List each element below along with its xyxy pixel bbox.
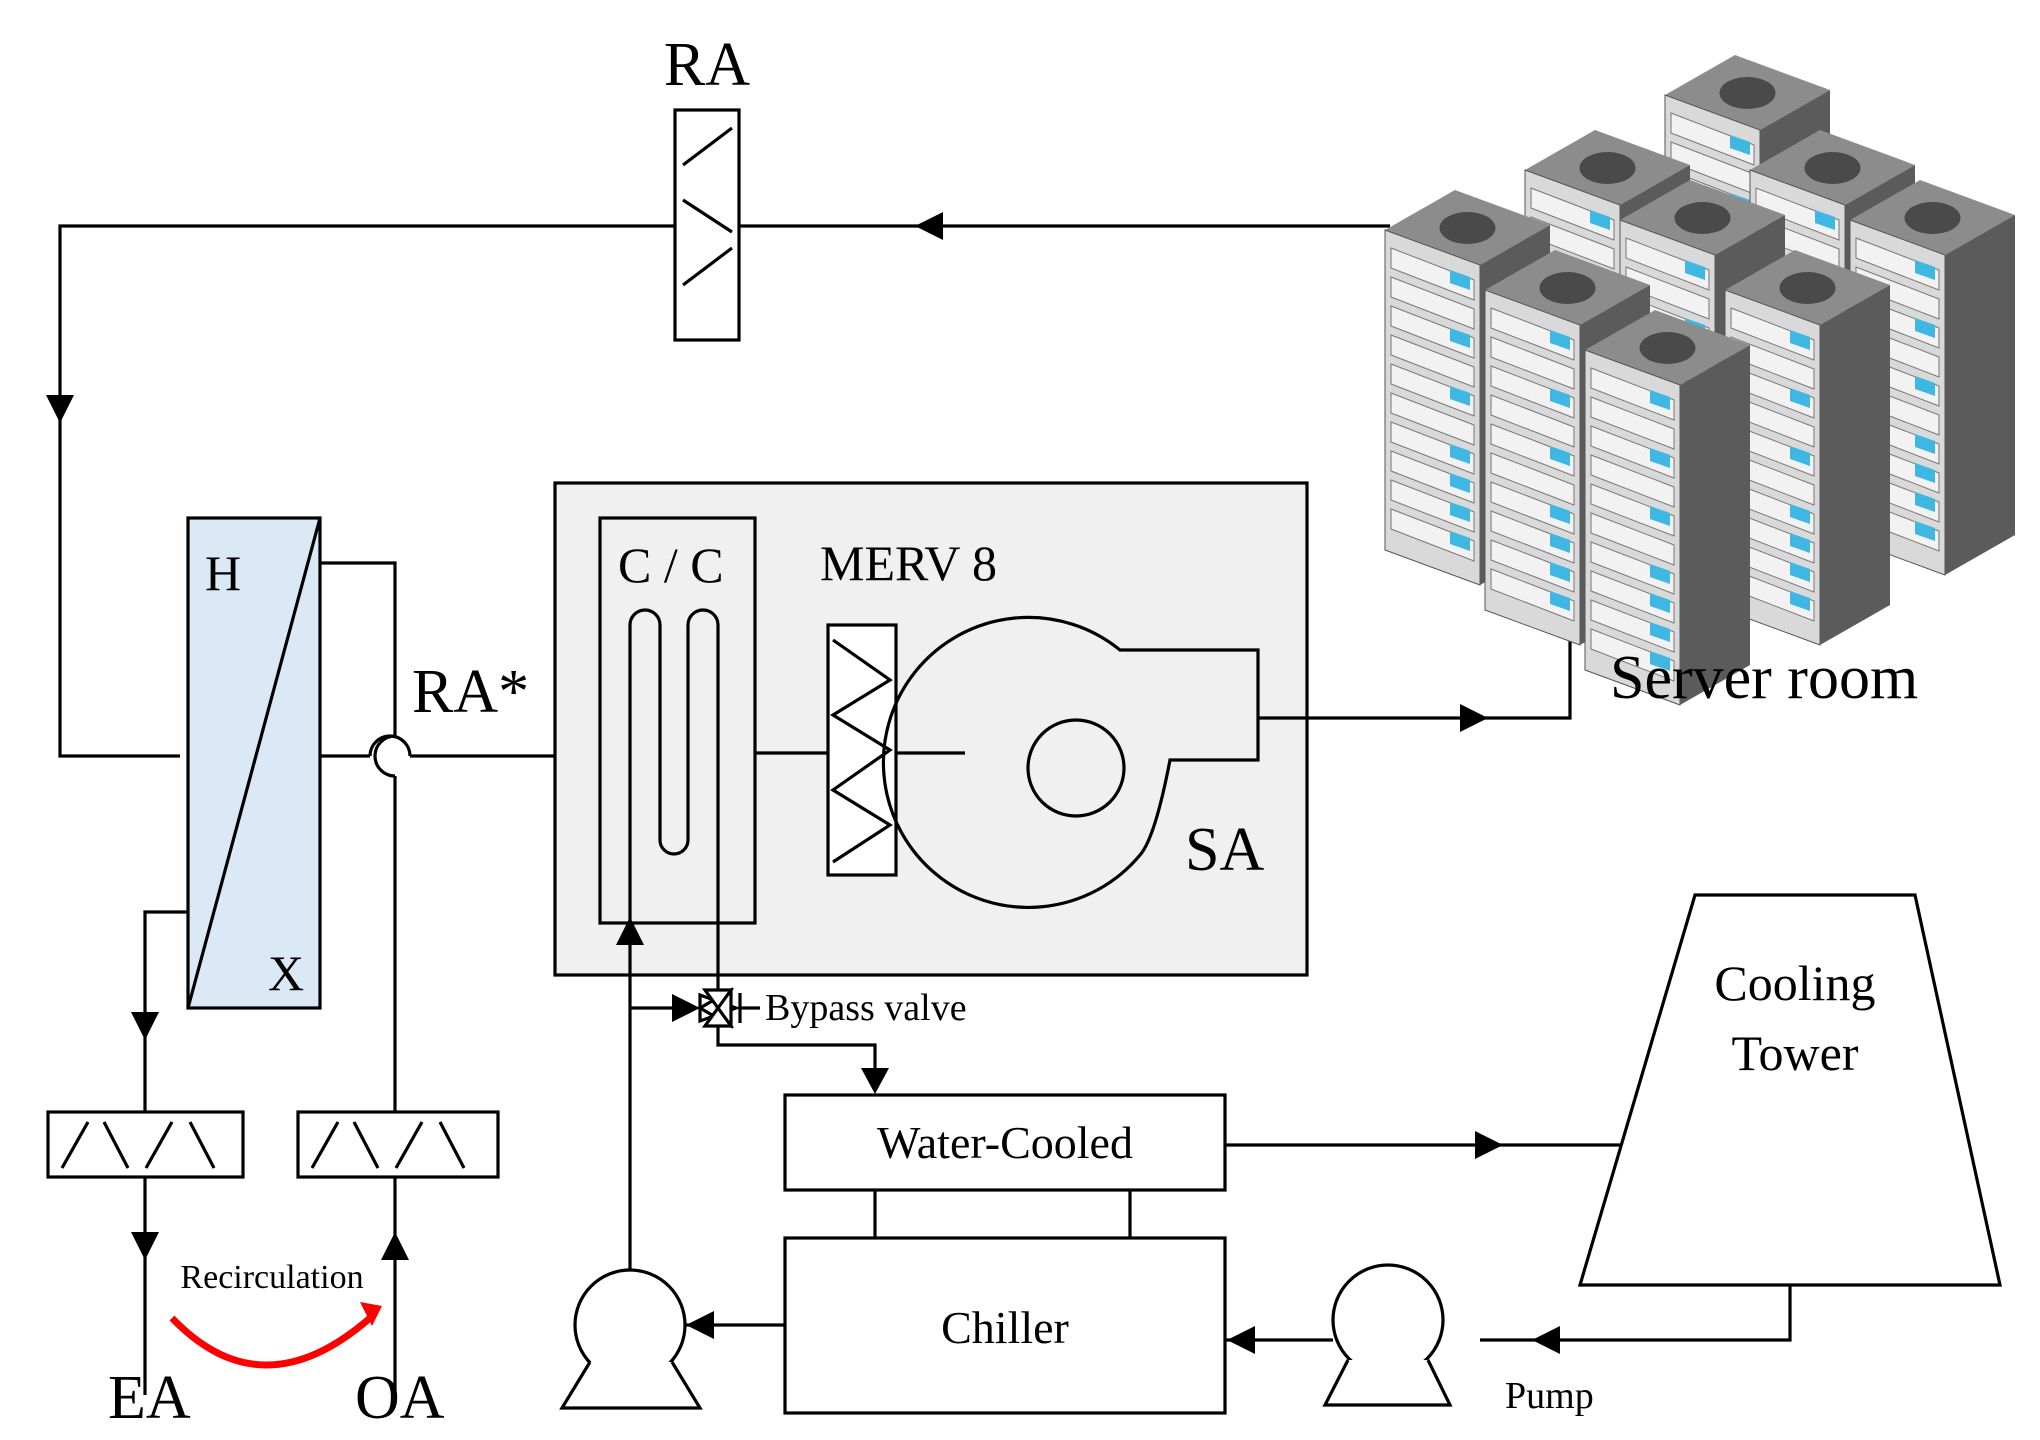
heat-exchanger: H X [186,516,322,1010]
cooling-tower-label-2: Tower [1731,1025,1858,1081]
outdoor-exhaust-ducts [131,561,409,1395]
return-down-arrow [46,395,74,423]
server-room-racks [1384,55,2015,706]
bypass-valve[interactable] [696,987,742,1029]
ea-down-arrow-1 [131,1012,159,1040]
bypass-valve-label: Bypass valve [765,987,967,1029]
chiller-label: Chiller [941,1302,1069,1353]
ea-damper [46,1110,245,1179]
server-rack [1584,310,1750,706]
ra-star-label: RA* [412,658,529,726]
cooling-tower [1577,893,2002,1287]
oa-label: OA [355,1364,445,1432]
ra-label: RA [664,31,750,99]
recirculation-label: Recirculation [180,1259,363,1296]
recirculation-indicator: Recirculation [169,1259,382,1369]
coil-serpentine [628,608,720,1030]
supply-fan [881,615,1260,909]
chilled-water-loop: Bypass valve Water-Cooled Chiller Coolin… [559,893,2002,1417]
water-cooled-unit [783,1093,1227,1192]
oa-up-arrow [381,1232,409,1260]
coil-label: C / C [618,537,724,593]
sa-label: SA [1185,816,1264,884]
ra-damper: RA [664,31,750,342]
condenser-pump [1225,1263,1453,1407]
cooling-coil [598,516,757,925]
ea-down-arrow-2 [131,1232,159,1260]
pump-label: Pump [1505,1375,1594,1417]
cooling-tower-label-1: Cooling [1714,955,1875,1011]
chilled-water-pump [559,1268,785,1410]
return-air-arrow [915,212,943,240]
merv8-filter [826,623,898,877]
hx-x-label: X [268,945,304,1001]
air-handling-unit: C / C MERV 8 SA [553,481,1309,1270]
hx-h-label: H [205,545,241,601]
filter-label: MERV 8 [820,535,997,591]
ea-label: EA [108,1364,191,1432]
server-room-label: Server room [1610,644,1918,712]
oa-damper [296,1110,500,1179]
water-cooled-label: Water-Cooled [877,1117,1133,1168]
